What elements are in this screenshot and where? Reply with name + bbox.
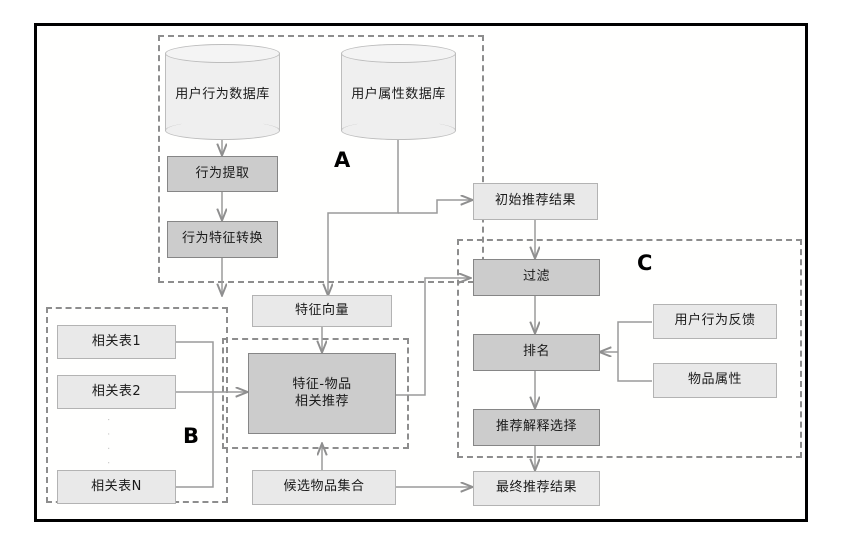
node-behavior-extraction[interactable]: 行为提取 [167, 156, 278, 192]
node-label: 初始推荐结果 [494, 193, 576, 209]
node-initial-recommend-result[interactable]: 初始推荐结果 [473, 183, 598, 220]
node-label: 用户行为反馈 [674, 313, 756, 329]
node-feature-vector[interactable]: 特征向量 [252, 295, 392, 327]
vertical-ellipsis: . . . . . . [105, 418, 116, 497]
node-candidate-item-set[interactable]: 候选物品集合 [252, 470, 396, 505]
cylinder-bottom [341, 121, 456, 140]
node-label: 相关表2 [91, 383, 142, 399]
node-feature-item-recommend[interactable]: 特征-物品 相关推荐 [248, 353, 396, 434]
node-explanation-selection[interactable]: 推荐解释选择 [473, 409, 600, 446]
db-user-attribute-label: 用户属性数据库 [351, 86, 446, 102]
node-user-behavior-feedback[interactable]: 用户行为反馈 [653, 304, 777, 339]
node-final-recommend-result[interactable]: 最终推荐结果 [473, 471, 600, 506]
node-label: 物品属性 [687, 372, 742, 388]
cylinder-bottom [165, 121, 280, 140]
group-label-c: C [637, 251, 653, 275]
node-related-table-n[interactable]: 相关表N [57, 470, 176, 504]
node-item-attribute[interactable]: 物品属性 [653, 363, 777, 398]
node-behavior-feature-transform[interactable]: 行为特征转换 [167, 221, 278, 258]
node-label: 最终推荐结果 [495, 480, 577, 496]
group-box-a [158, 35, 484, 283]
node-ranking[interactable]: 排名 [473, 334, 600, 371]
node-label: 候选物品集合 [283, 479, 365, 495]
cylinder-top [165, 44, 280, 63]
node-label: 过滤 [522, 269, 550, 285]
node-label: 行为提取 [195, 165, 250, 181]
group-label-a: A [334, 148, 351, 172]
node-label: 行为特征转换 [181, 231, 263, 247]
node-related-table-2[interactable]: 相关表2 [57, 375, 176, 409]
db-user-behavior-label: 用户行为数据库 [175, 86, 270, 102]
node-related-table-1[interactable]: 相关表1 [57, 325, 176, 359]
node-label: 特征-物品 相关推荐 [292, 377, 352, 409]
node-label: 相关表N [91, 478, 142, 494]
db-user-behavior[interactable]: 用户行为数据库 [165, 44, 280, 140]
node-label: 相关表1 [91, 333, 142, 349]
cylinder-top [341, 44, 456, 63]
node-label: 排名 [522, 344, 550, 360]
cylinder-body [165, 53, 280, 131]
db-user-attribute[interactable]: 用户属性数据库 [341, 44, 456, 140]
node-filter[interactable]: 过滤 [473, 259, 600, 296]
group-label-b: B [183, 424, 200, 448]
node-label: 特征向量 [294, 302, 349, 318]
cylinder-body [341, 53, 456, 131]
node-label: 推荐解释选择 [495, 419, 577, 435]
